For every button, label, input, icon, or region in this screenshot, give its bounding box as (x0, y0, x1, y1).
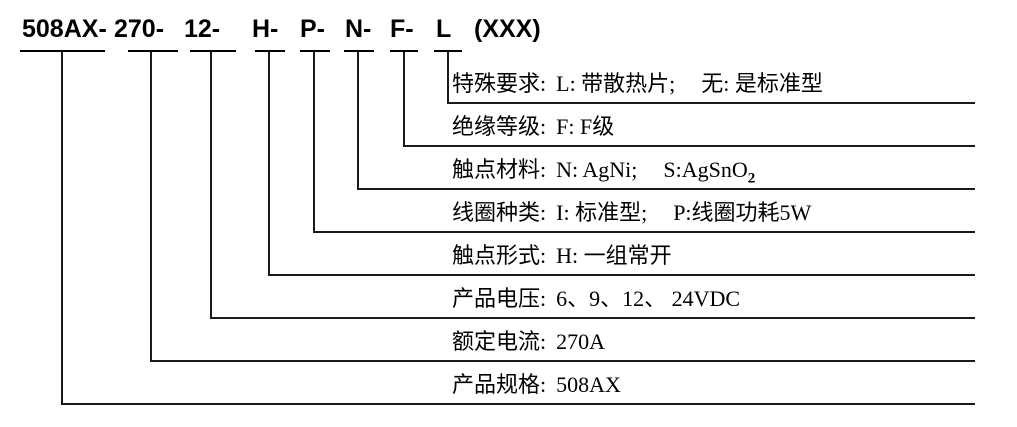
leader-vertical-contact-form (268, 52, 270, 274)
code-underline-product-spec (20, 50, 105, 52)
leader-vertical-product-voltage (210, 52, 212, 317)
code-segment-coil-type: P- (300, 15, 325, 43)
row-insulation-class: 绝缘等级: F: F级 (452, 113, 614, 141)
leader-horizontal-rated-current (150, 360, 975, 362)
leader-horizontal-contact-form (268, 274, 975, 276)
leader-vertical-contact-material (357, 52, 359, 188)
code-underline-coil-type (300, 50, 330, 52)
row-value-product-voltage-a: 6、9、12、 24VDC (556, 286, 741, 311)
row-label-coil-type: 线圈种类: (452, 200, 547, 225)
code-underline-special-requirement (434, 50, 462, 52)
row-value-contact-material-a: N: AgNi; (556, 157, 638, 182)
row-value-coil-type-a: I: 标准型; (556, 200, 648, 225)
code-segment-rated-current: 270- (114, 15, 165, 43)
code-segment-special-requirement: L (436, 15, 452, 43)
code-segment-insulation-class: F- (390, 15, 414, 43)
row-label-product-voltage: 产品电压: (452, 286, 547, 311)
leader-vertical-special-requirement (447, 52, 449, 102)
leader-vertical-product-spec (61, 52, 63, 403)
leader-horizontal-product-spec (61, 403, 975, 405)
row-coil-type: 线圈种类: I: 标准型; P:线圈功耗5W (452, 199, 811, 227)
code-underline-contact-form (255, 50, 285, 52)
leader-horizontal-special-requirement (447, 102, 975, 104)
code-suffix: (XXX) (474, 15, 541, 43)
leader-horizontal-coil-type (313, 231, 975, 233)
leader-horizontal-product-voltage (210, 317, 975, 319)
row-label-contact-form: 触点形式: (452, 243, 547, 268)
row-value-product-spec-a: 508AX (556, 372, 621, 397)
leader-horizontal-insulation-class (403, 145, 975, 147)
row-value-contact-form-a: H: 一组常开 (556, 243, 672, 268)
row-value-special-requirement-a: L: 带散热片; (556, 71, 676, 96)
row-rated-current: 额定电流: 270A (452, 328, 605, 356)
code-underline-insulation-class (390, 50, 418, 52)
leader-vertical-coil-type (313, 52, 315, 231)
row-contact-material: 触点材料: N: AgNi; S:AgSnO2 (452, 156, 755, 186)
row-label-insulation-class: 绝缘等级: (452, 114, 547, 139)
code-segment-product-voltage: 12- (184, 15, 221, 43)
row-value-coil-type-b: P:线圈功耗5W (673, 200, 812, 225)
row-value-contact-material-subscript: 2 (747, 170, 756, 187)
code-underline-contact-material (344, 50, 374, 52)
row-value-rated-current-a: 270A (556, 329, 606, 354)
row-product-voltage: 产品电压: 6、9、12、 24VDC (452, 285, 740, 313)
row-label-product-spec: 产品规格: (452, 372, 547, 397)
row-label-contact-material: 触点材料: (452, 157, 547, 182)
row-value-special-requirement-b: 无: 是标准型 (701, 71, 823, 96)
row-product-spec: 产品规格: 508AX (452, 371, 621, 399)
code-underline-product-voltage (190, 50, 236, 52)
row-label-rated-current: 额定电流: (452, 329, 547, 354)
code-segment-contact-material: N- (345, 15, 372, 43)
row-contact-form: 触点形式: H: 一组常开 (452, 242, 672, 270)
code-segment-product-spec: 508AX- (22, 15, 107, 43)
leader-horizontal-contact-material (357, 188, 975, 190)
row-value-insulation-class-a: F: F级 (556, 114, 615, 139)
code-underline-rated-current (128, 50, 178, 52)
row-label-special-requirement: 特殊要求: (452, 71, 547, 96)
leader-vertical-rated-current (150, 52, 152, 360)
leader-vertical-insulation-class (403, 52, 405, 145)
row-special-requirement: 特殊要求: L: 带散热片; 无: 是标准型 (452, 70, 823, 98)
code-segment-contact-form: H- (252, 15, 279, 43)
row-value-contact-material-b: S:AgSnO (663, 157, 748, 182)
